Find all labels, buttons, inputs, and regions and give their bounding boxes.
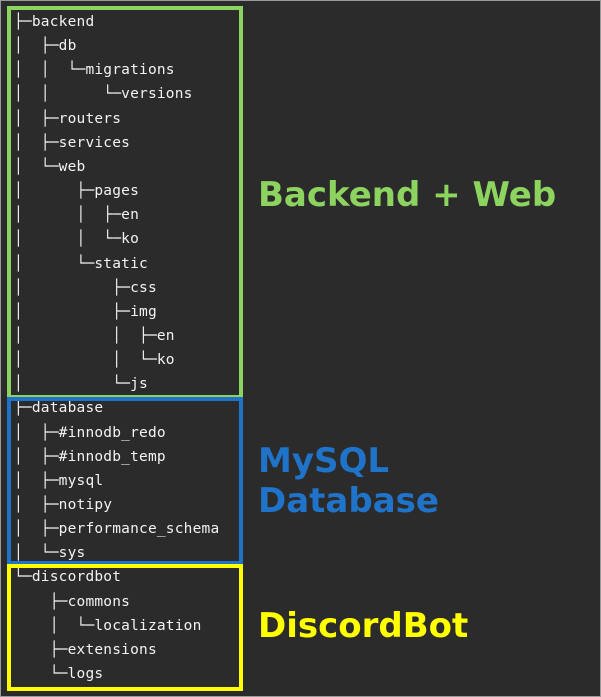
tree-line: │ ├─performance_schema (14, 521, 220, 538)
tree-line: ├─backend (14, 14, 95, 30)
tree-line: │ │ └─ko (14, 231, 140, 248)
mysql-database-label-line1: MySQL (258, 441, 390, 481)
tree-line: │ ├─mysql (14, 472, 104, 489)
tree-line: │ └─web (14, 158, 86, 175)
tree-line: │ ├─img (14, 303, 157, 320)
tree-line: │ │ ├─en (14, 327, 175, 344)
tree-line: │ ├─db (14, 38, 77, 55)
tree-line: │ │ ├─en (14, 207, 140, 224)
mysql-database-label-line2: Database (258, 481, 439, 521)
tree-line: │ └─sys (14, 545, 86, 562)
tree-line: │ ├─notipy (14, 497, 113, 513)
backend-web-group-box (7, 6, 243, 399)
mysql-database-group-box (7, 397, 243, 565)
tree-line: │ │ └─versions (14, 86, 193, 103)
tree-line: │ ├─pages (14, 183, 140, 200)
tree-line: │ ├─css (14, 279, 157, 296)
tree-line: │ │ └─ko (14, 352, 175, 369)
discordbot-label: DiscordBot (258, 606, 469, 646)
tree-line: │ ├─services (14, 134, 131, 151)
tree-line: │ ├─#innodb_temp (14, 448, 166, 465)
tree-line: ├─database (14, 400, 104, 417)
backend-web-label: Backend + Web (258, 175, 557, 215)
tree-line: └─logs (14, 666, 104, 683)
tree-line: │ │ └─migrations (14, 62, 175, 79)
tree-line: │ └─js (14, 376, 148, 393)
tree-line: ├─extensions (14, 641, 157, 658)
tree-line: │ ├─#innodb_redo (14, 424, 166, 441)
discordbot-group-box (7, 564, 243, 691)
tree-line: └─discordbot (14, 569, 122, 586)
tree-line: │ └─static (14, 255, 148, 272)
tree-line: ├─commons (14, 593, 131, 610)
tree-line: │ ├─routers (14, 110, 122, 127)
tree-line: │ └─localization (14, 617, 202, 634)
